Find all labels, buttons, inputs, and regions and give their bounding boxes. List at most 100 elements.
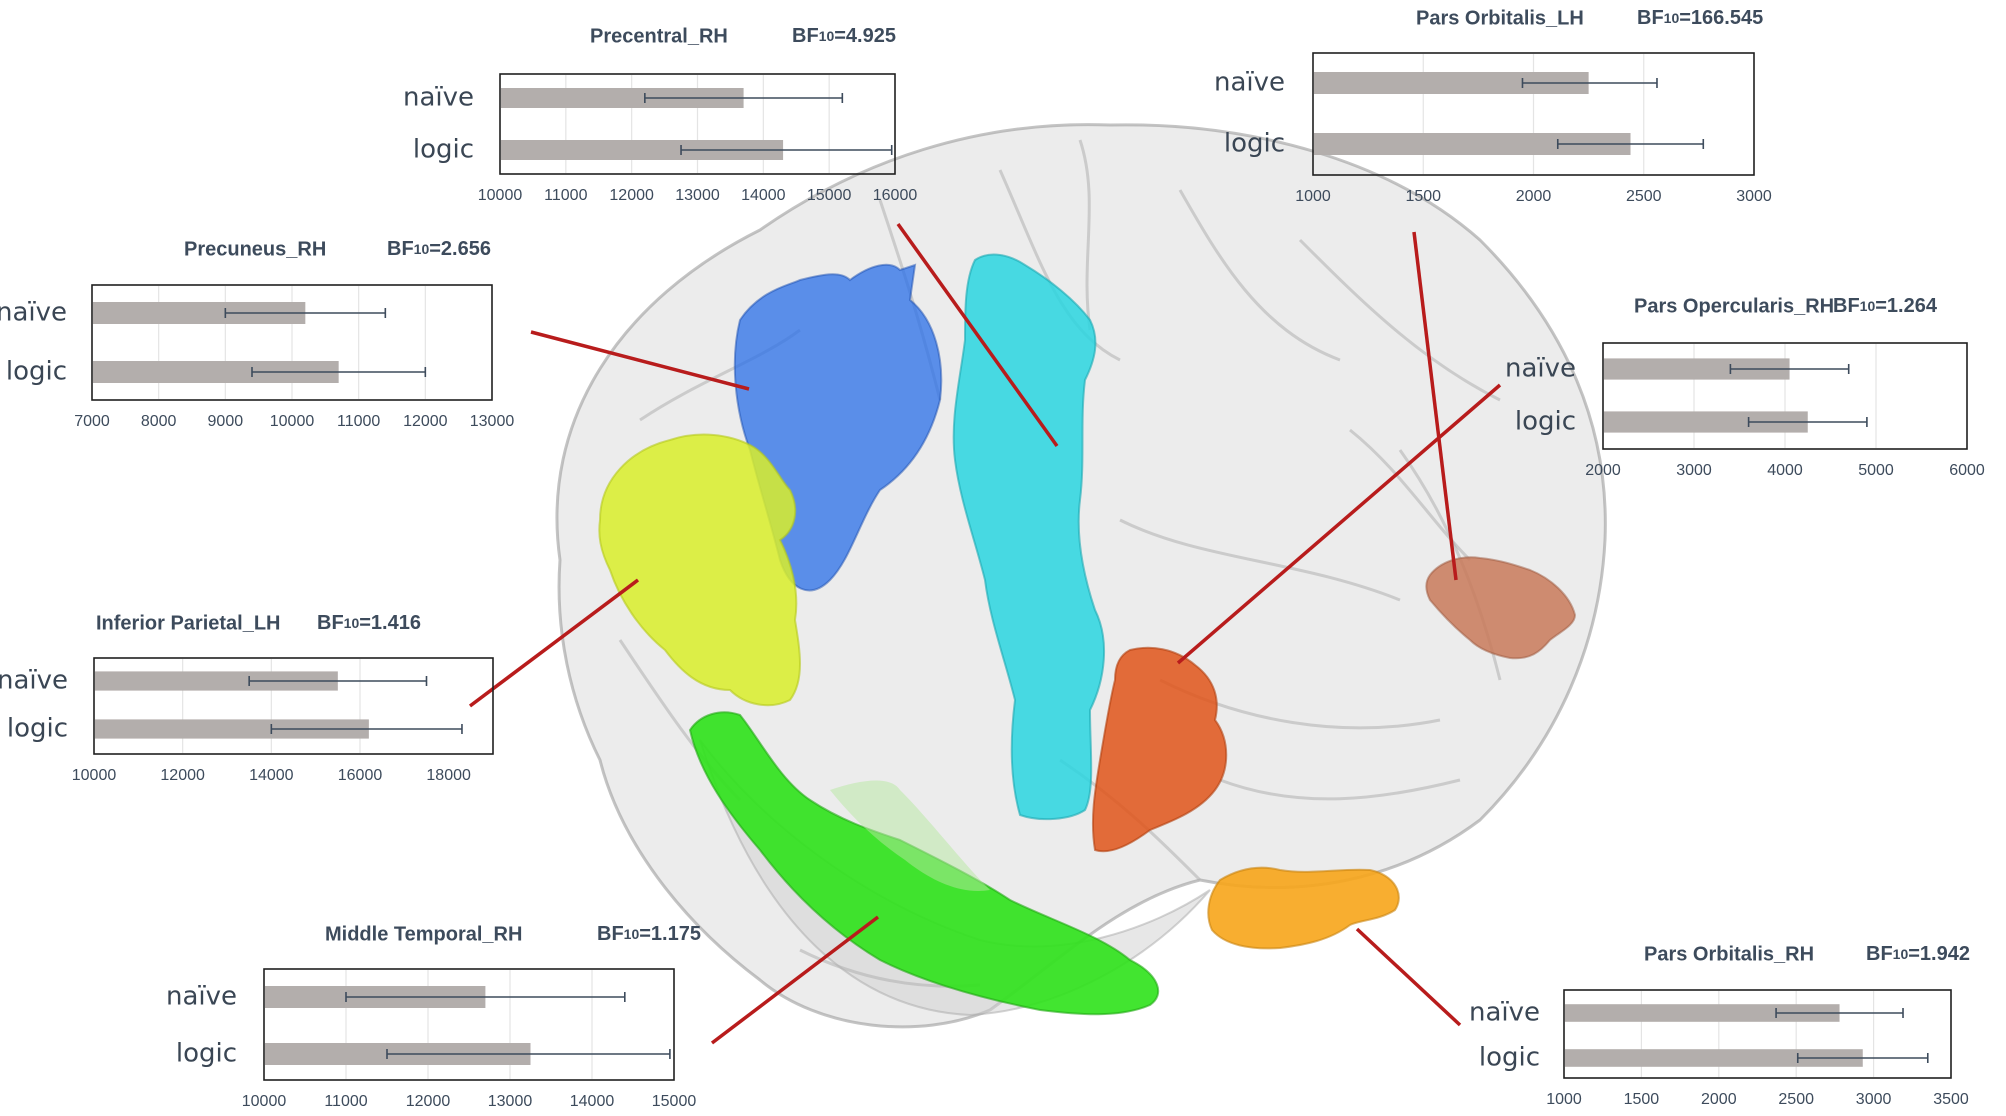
bar-nave [1314,72,1589,94]
bayes-factor-label: BF10=1.942 [1866,943,1970,965]
x-tick-label: 7000 [74,413,110,430]
category-label: naïve [0,666,68,696]
x-tick-label: 2500 [1626,188,1662,205]
x-tick-label: 8000 [141,413,177,430]
chart-frame [1312,52,1755,176]
x-tick-label: 12000 [160,767,205,784]
bayes-factor-label: BF10=1.264 [1833,295,1938,317]
chart-title: Pars Orbitalis_LH [1416,7,1584,29]
x-tick-label: 10000 [478,187,523,204]
x-tick-label: 3500 [1933,1091,1969,1108]
x-tick-label: 4000 [1767,462,1803,479]
leader-line-pars-orbitalis-rh [1355,927,1462,1027]
x-tick-label: 13000 [675,187,720,204]
bar-logic [1314,133,1631,155]
x-tick-label: 15000 [807,187,852,204]
x-tick-label: 2500 [1778,1091,1814,1108]
region-pars-orbitalis-rh [1207,866,1400,950]
x-tick-label: 6000 [1949,462,1985,479]
x-tick-label: 11000 [544,187,587,204]
x-tick-label: 15000 [652,1093,697,1110]
leader-line-pars-opercularis [1176,383,1502,665]
chart-title: Pars Orbitalis_RH [1644,943,1814,965]
bayes-factor-label: BF10=1.175 [597,923,701,945]
x-tick-label: 1000 [1295,188,1331,205]
category-label: logic [1479,1043,1540,1073]
chart-frame [499,73,896,175]
leader-line-precuneus [530,330,750,391]
leader-line-inferior-parietal [468,578,640,708]
chart-frame [91,284,493,401]
x-tick-label: 14000 [570,1093,615,1110]
x-tick-label: 2000 [1585,462,1621,479]
x-tick-label: 12000 [609,187,654,204]
category-label: naïve [1214,68,1285,98]
x-tick-label: 13000 [488,1093,533,1110]
region-precentral [952,253,1105,821]
x-tick-label: 12000 [403,413,448,430]
leader-line-middle-temporal [710,915,880,1045]
x-tick-label: 16000 [873,187,918,204]
bar-logic [501,140,784,160]
bayes-factor-label: BF10=4.925 [792,25,896,47]
chart-title: Pars Opercularis_RH [1634,295,1834,317]
bar-logic [93,361,339,383]
x-tick-label: 1000 [1546,1091,1582,1108]
bayes-factor-label: BF10=166.545 [1637,7,1763,29]
x-tick-label: 9000 [208,413,244,430]
x-tick-label: 14000 [741,187,786,204]
chart-frame [263,968,675,1081]
x-tick-label: 3000 [1676,462,1712,479]
x-tick-label: 11000 [337,413,380,430]
category-label: logic [176,1039,237,1069]
chart-title: Precentral_RH [590,25,728,47]
x-tick-label: 11000 [324,1093,367,1110]
category-label: logic [7,714,68,744]
chart-title: Inferior Parietal_LH [96,612,281,634]
category-label: naïve [1505,354,1576,384]
bar-nave [95,671,338,691]
bar-nave [1604,358,1790,380]
category-label: logic [413,135,474,165]
x-tick-label: 18000 [426,767,471,784]
leader-line-precentral [896,222,1059,448]
x-tick-label: 3000 [1856,1091,1892,1108]
x-tick-label: 12000 [406,1093,451,1110]
x-tick-label: 10000 [242,1093,287,1110]
x-tick-label: 2000 [1701,1091,1737,1108]
region-pars-orbitalis-lh [1425,556,1577,660]
leader-lines [468,222,1502,1045]
bar-nave [501,88,744,108]
region-pars-opercularis [1091,646,1228,853]
x-tick-label: 14000 [249,767,294,784]
chart-title: Middle Temporal_RH [325,923,522,945]
x-tick-label: 13000 [470,413,515,430]
category-label: naïve [166,982,237,1012]
leader-line-pars-orbitalis-lh [1412,231,1458,581]
category-label: logic [1515,407,1576,437]
category-label: naïve [403,83,474,113]
x-tick-label: 16000 [338,767,383,784]
x-tick-label: 2000 [1516,188,1552,205]
x-tick-label: 3000 [1736,188,1772,205]
bar-logic [95,719,369,739]
x-tick-label: 5000 [1858,462,1894,479]
x-tick-label: 1500 [1624,1091,1660,1108]
category-label: naïve [1469,998,1540,1028]
bar-logic [1565,1049,1863,1067]
chart-panel-middle-temporal-rh: Middle Temporal_RH BF10=1.175 naïve logic 10… [166,923,701,1110]
x-tick-label: 1500 [1405,188,1441,205]
category-label: logic [6,357,67,387]
bayes-factor-label: BF10=2.656 [387,238,491,260]
chart-panel-pars-orbitalis-rh: Pars Orbitalis_RH BF10=1.942 naïve logic 100… [1469,943,1970,1108]
chart-frame [1602,342,1968,450]
brain-illustration [555,123,1607,1029]
region-middle-temporal-shadow [830,780,990,891]
chart-frame [93,657,494,755]
bar-logic [1604,411,1808,433]
x-tick-label: 10000 [270,413,315,430]
chart-panel-precentral-rh: Precentral_RH BF10=4.925 naïve logic 10000 11… [403,25,917,204]
